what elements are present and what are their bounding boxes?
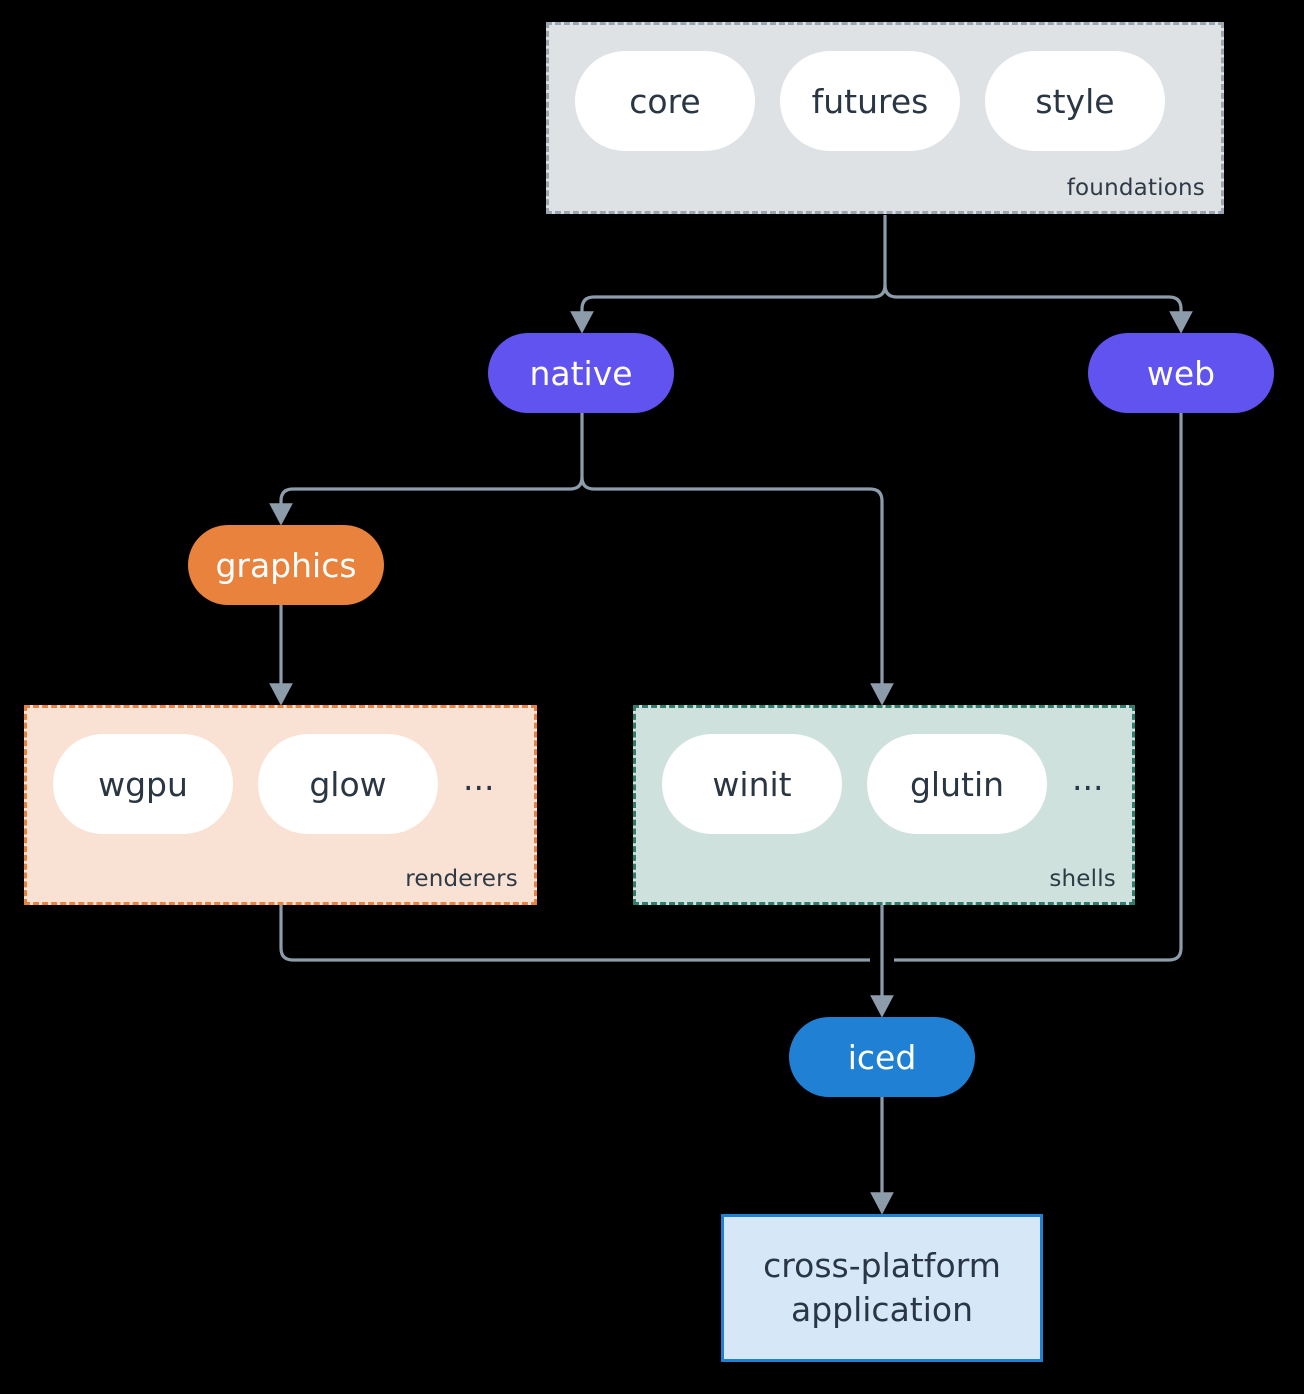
edge-foundations-to-web	[883, 284, 1193, 334]
edge-foundations-to-native	[570, 284, 887, 334]
application-label-line1: cross-platform	[763, 1246, 1001, 1286]
node-style[interactable]: style	[985, 51, 1165, 151]
group-shells: winit glutin ... shells	[633, 705, 1135, 905]
node-iced[interactable]: iced	[789, 1017, 975, 1097]
group-shells-items: winit glutin ...	[662, 734, 1103, 834]
node-cross-platform-application[interactable]: cross-platform application	[721, 1214, 1043, 1362]
group-renderers: wgpu glow ... renderers	[24, 705, 537, 905]
group-renderers-label: renderers	[405, 866, 518, 892]
node-glutin[interactable]: glutin	[867, 734, 1047, 834]
edge-renderers-to-iced	[279, 905, 870, 962]
node-core[interactable]: core	[575, 51, 755, 151]
renderers-ellipsis: ...	[463, 759, 495, 799]
group-renderers-items: wgpu glow ...	[53, 734, 494, 834]
group-foundations-label: foundations	[1066, 175, 1205, 201]
group-foundations: core futures style foundations	[546, 22, 1224, 214]
node-futures[interactable]: futures	[780, 51, 960, 151]
node-wgpu[interactable]: wgpu	[53, 734, 233, 834]
shells-ellipsis: ...	[1072, 759, 1104, 799]
edge-native-to-graphics	[269, 476, 584, 526]
node-web[interactable]: web	[1088, 333, 1274, 413]
node-native[interactable]: native	[488, 333, 674, 413]
application-label-line2: application	[790, 1290, 974, 1329]
edge-native-to-shells	[580, 476, 894, 706]
group-shells-label: shells	[1049, 866, 1116, 892]
node-graphics[interactable]: graphics	[188, 525, 384, 605]
group-foundations-items: core futures style	[575, 51, 1165, 151]
node-glow[interactable]: glow	[258, 734, 438, 834]
node-winit[interactable]: winit	[662, 734, 842, 834]
